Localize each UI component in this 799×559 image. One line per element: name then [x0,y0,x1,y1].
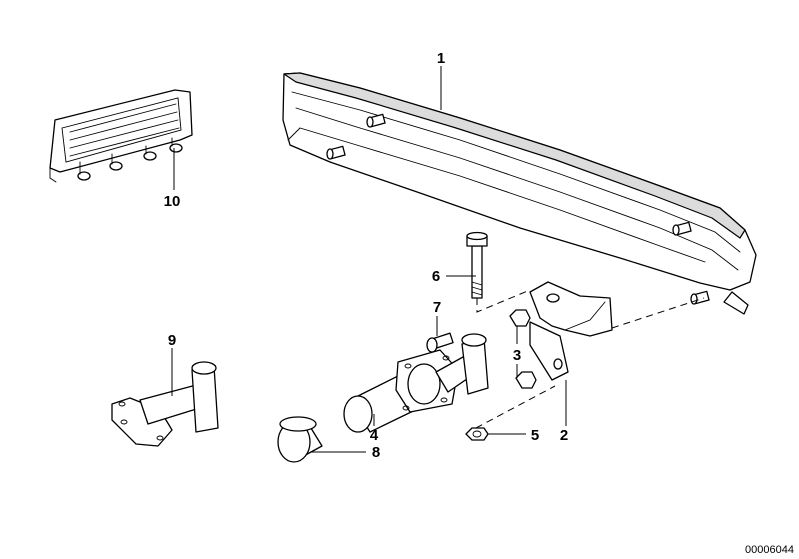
callout-9: 9 [168,332,176,349]
clip [109,153,123,171]
callout-8: 8 [372,444,380,461]
stud [366,113,386,128]
part-9-hitch-tube [111,361,219,447]
callout-7: 7 [433,299,441,316]
leader-lines [171,66,567,453]
part-2-bracket [529,281,613,381]
callout-6: 6 [432,268,440,285]
alignment-lines [475,289,705,429]
document-number: 00006044 [745,544,794,556]
part-8-end-cap [277,416,323,463]
callout-2: 2 [560,427,568,444]
clip [143,145,157,161]
callout-10: 10 [164,193,181,210]
part-3-nut-lower [515,371,537,389]
callout-3: 3 [513,347,521,364]
part-3-nut-upper [509,309,531,327]
callout-1: 1 [437,50,445,67]
stud [672,221,692,236]
part-4-hitch-tube [343,333,489,433]
callout-5: 5 [531,427,539,444]
stud [326,145,346,160]
part-7-bolt [426,332,454,353]
part-1-bumper-carrier [282,72,757,315]
part-5-nut [465,427,489,441]
clip [77,161,91,181]
callout-4: 4 [370,427,379,444]
clip [169,137,183,153]
stud [690,290,710,305]
part-10-grille [49,89,193,183]
part-6-bolt [466,231,488,299]
